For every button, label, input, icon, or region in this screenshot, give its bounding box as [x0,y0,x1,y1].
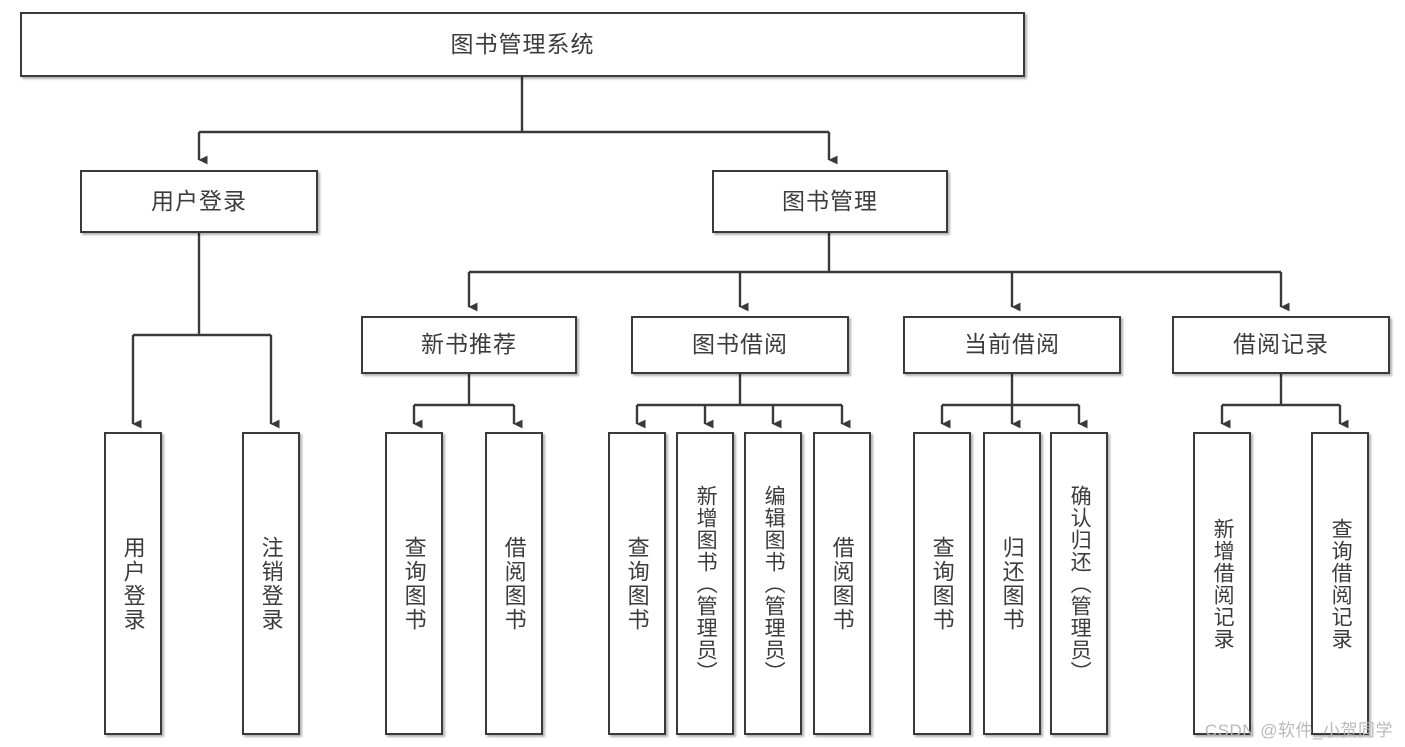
leaf-return-book-label: 归还图书 [999,535,1025,632]
leaf-borrow-book-2-label: 借阅图书 [829,535,855,632]
node-borrow-record[interactable]: 借阅记录 [1172,316,1390,374]
leaf-confirm-return-label: 确认归还（管理员） [1068,484,1092,683]
node-book-management-label: 图书管理 [782,187,878,214]
leaf-query-book-2[interactable]: 查询图书 [608,432,666,735]
leaf-query-book-2-label: 查询图书 [624,535,650,632]
node-book-management[interactable]: 图书管理 [712,170,948,233]
leaf-return-book[interactable]: 归还图书 [983,432,1041,735]
leaf-add-record[interactable]: 新增借阅记录 [1193,432,1251,735]
node-book-borrow-label: 图书借阅 [692,331,788,358]
leaf-query-book-1-label: 查询图书 [401,535,427,632]
leaf-user-login-label: 用户登录 [120,535,146,632]
leaf-query-record[interactable]: 查询借阅记录 [1311,432,1369,735]
leaf-add-book-label: 新增图书（管理员） [694,484,718,683]
node-current-borrow[interactable]: 当前借阅 [903,316,1121,374]
node-current-borrow-label: 当前借阅 [964,331,1060,358]
node-root[interactable]: 图书管理系统 [20,12,1025,77]
leaf-edit-book-label: 编辑图书（管理员） [762,484,786,683]
leaf-query-book-1[interactable]: 查询图书 [385,432,443,735]
node-root-label: 图书管理系统 [450,30,595,57]
leaf-query-record-label: 查询借阅记录 [1329,517,1353,650]
leaf-logout-label: 注销登录 [258,535,284,632]
leaf-edit-book[interactable]: 编辑图书（管理员） [744,432,802,735]
leaf-query-book-3[interactable]: 查询图书 [913,432,971,735]
leaf-borrow-book-1-label: 借阅图书 [501,535,527,632]
node-new-book-recommend-label: 新书推荐 [421,331,517,358]
leaf-borrow-book-1[interactable]: 借阅图书 [485,432,543,735]
leaf-logout[interactable]: 注销登录 [242,432,300,735]
leaf-confirm-return[interactable]: 确认归还（管理员） [1050,432,1108,735]
node-new-book-recommend[interactable]: 新书推荐 [361,316,577,374]
leaf-user-login[interactable]: 用户登录 [104,432,162,735]
node-user-login[interactable]: 用户登录 [80,170,318,233]
leaf-query-book-3-label: 查询图书 [929,535,955,632]
node-user-login-label: 用户登录 [151,187,247,214]
leaf-borrow-book-2[interactable]: 借阅图书 [813,432,871,735]
leaf-add-book[interactable]: 新增图书（管理员） [676,432,734,735]
leaf-add-record-label: 新增借阅记录 [1211,517,1235,650]
node-borrow-record-label: 借阅记录 [1233,331,1329,358]
watermark-text: CSDN @软件_小贺同学 [1204,721,1393,740]
node-book-borrow[interactable]: 图书借阅 [631,316,849,374]
